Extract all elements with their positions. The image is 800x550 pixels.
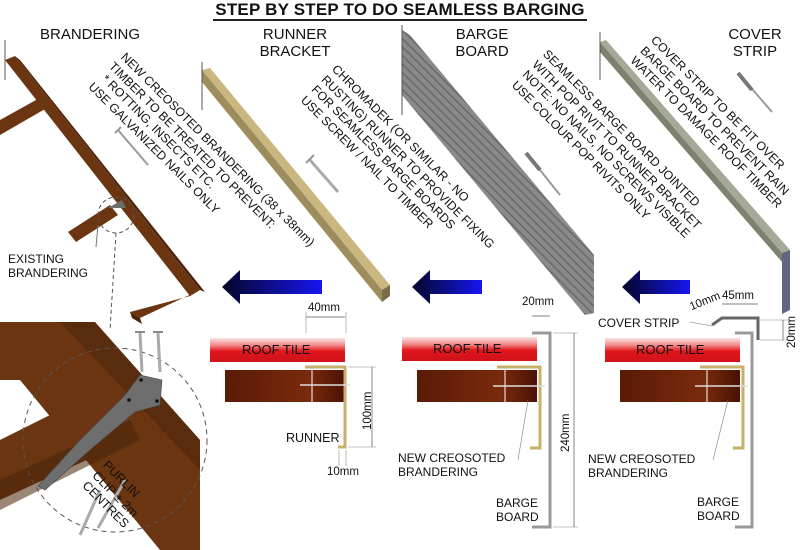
new-brandering-label: NEW CREOSOTED BRANDERING xyxy=(588,452,695,480)
heading-barge-board: BARGE BOARD xyxy=(442,26,522,60)
barge-board-3d xyxy=(401,25,594,315)
page-title: STEP BY STEP TO DO SEAMLESS BARGING xyxy=(213,0,587,21)
dim-barge-gap: 20mm xyxy=(522,296,554,308)
dim-cover-drop: 20mm xyxy=(786,316,798,348)
runner-label: RUNNER xyxy=(286,431,340,445)
dim-runner-height: 100mm xyxy=(362,391,374,430)
label-line: BRANDERING xyxy=(588,466,669,480)
label-line: BARGE xyxy=(697,495,740,509)
heading-brandering: BRANDERING xyxy=(39,26,140,43)
dim-runner-width: 40mm xyxy=(308,302,340,314)
runner-section xyxy=(210,312,376,466)
heading-line: STRIP xyxy=(732,43,778,60)
screw-icon xyxy=(78,489,102,536)
label-line: BARGE xyxy=(496,496,539,510)
cover-strip-3d xyxy=(599,32,790,314)
label-line: NEW CREOSOTED xyxy=(398,451,506,465)
dim-cover-width: 45mm xyxy=(722,290,754,302)
heading-line: COVER xyxy=(728,26,782,43)
existing-brandering-label: EXISTING BRANDERING xyxy=(8,252,88,280)
label-line: BOARD xyxy=(496,510,539,524)
cover-section xyxy=(605,303,790,529)
brandering-frame xyxy=(0,40,205,331)
new-brandering-label: NEW CREOSOTED BRANDERING xyxy=(398,451,505,479)
arrow-left-icon xyxy=(412,270,482,304)
dim-runner-lip: 10mm xyxy=(327,466,359,478)
barge-board-label: BARGE BOARD xyxy=(697,495,740,523)
label-line: EXISTING xyxy=(8,252,65,266)
label-line: BRANDERING xyxy=(8,266,89,280)
screw-icon xyxy=(135,331,145,373)
heading-line: BOARD xyxy=(455,43,509,60)
roof-tile-label: ROOF TILE xyxy=(242,342,311,357)
roof-tile-label: ROOF TILE xyxy=(636,342,705,357)
heading-runner-bracket: RUNNER BRACKET xyxy=(240,26,350,60)
runner-bracket-3d xyxy=(201,62,390,302)
barge-board-label: BARGE BOARD xyxy=(496,496,539,524)
screw-icon xyxy=(96,479,127,529)
screw-icon xyxy=(153,331,163,373)
dim-barge-height: 240mm xyxy=(560,413,572,452)
pop-rivet-icon xyxy=(524,151,561,196)
heading-line: BARGE xyxy=(455,26,509,43)
pop-rivet-icon xyxy=(736,71,773,113)
cover-strip-label: COVER STRIP xyxy=(598,316,680,330)
heading-cover-strip: COVER STRIP xyxy=(715,26,795,60)
nail-icon xyxy=(114,126,149,166)
heading-line: BRACKET xyxy=(259,43,331,60)
label-line: NEW CREOSOTED xyxy=(588,452,696,466)
label-line: BRANDERING xyxy=(398,465,479,479)
arrow-left-icon xyxy=(622,270,690,304)
barge-section xyxy=(402,315,578,529)
heading-line: RUNNER xyxy=(262,26,328,43)
arrow-left-icon xyxy=(222,270,322,304)
screw-icon xyxy=(305,154,340,193)
roof-tile-label: ROOF TILE xyxy=(433,341,502,356)
label-line: BOARD xyxy=(697,509,740,523)
purlin-clip-detail xyxy=(0,322,208,550)
